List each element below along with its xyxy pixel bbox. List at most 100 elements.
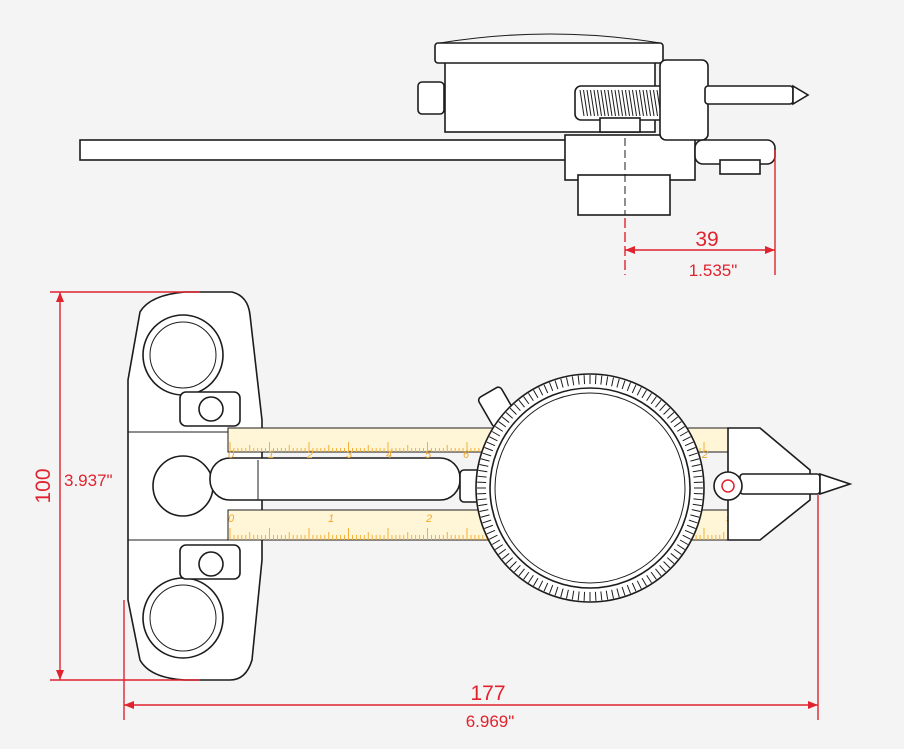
drawing-stroke [477,475,487,478]
depth-inch-label: 1.535" [689,261,738,280]
drawing-stroke [650,396,657,405]
drawing-stroke [628,89,634,117]
drawing-stroke [478,503,488,507]
drawing-stroke [482,519,492,524]
drawing-stroke [663,561,671,569]
drawing-stroke [691,509,701,512]
drawing-stroke [480,514,490,518]
drawing-stroke [554,586,559,596]
drawing-stroke [636,580,642,589]
drawing-stroke [491,539,501,545]
drawing-stroke [479,509,489,512]
side-view-left-knob [417,81,445,115]
drawing-stroke [477,498,487,501]
drawing-stroke [642,89,648,117]
drawing-stroke [514,403,521,412]
drawing-stroke [693,475,703,478]
length-dimension: 177 6.969" [123,495,819,731]
drawing-stroke [688,519,698,524]
drawing-stroke [571,376,575,386]
drawing-stroke [614,89,620,117]
drawing-stroke [682,436,691,442]
drawing-stroke [605,376,609,386]
drawing-stroke [641,389,647,399]
top-view-lower-bolt [198,551,224,577]
upper-scale-label: 0 [228,449,235,461]
top-view-rod [209,457,461,501]
drawing-stroke [621,89,627,117]
drawing-stroke [666,412,675,419]
drawing-stroke [646,89,651,117]
drawing-stroke [528,574,534,584]
side-view-bar [79,139,581,161]
top-view-lower-wheel [142,577,224,659]
drawing-stroke [478,469,488,473]
drawing-stroke [489,534,498,540]
drawing-stroke [486,441,496,447]
drawing-stroke [543,384,549,394]
drawing-stroke [686,524,696,529]
drawing-stroke [621,586,626,596]
drawing-stroke [670,553,679,560]
side-view-clamp-body [564,134,696,181]
drawing-stroke [673,548,682,555]
drawing-stroke [611,589,614,599]
drawing-stroke [688,452,698,457]
drawing-stroke [505,412,514,419]
drawing-stroke [646,392,652,402]
drawing-stroke [621,380,626,390]
drawing-stroke [639,89,644,117]
drawing-stroke [571,590,575,600]
lower-scale-label: 1 [328,513,334,525]
drawing-stroke [577,375,580,385]
drawing-stroke [501,416,510,423]
top-view: 0 1 2 3 4 5 6 2 0 1 2 5 [127,291,853,681]
drawing-stroke [577,591,580,601]
drawing-stroke [583,89,588,117]
upper-scale-label: 1 [268,449,274,461]
drawing-stroke [505,557,514,564]
drawing-stroke [616,588,620,598]
drawing-stroke [650,571,657,580]
drawing-stroke [686,447,696,452]
drawing-stroke [632,89,637,117]
top-view-upper-bolt [198,396,224,422]
drawing-stroke [482,452,492,457]
drawing-stroke [538,580,544,589]
drawing-stroke [509,561,517,569]
drawing-stroke [489,436,498,442]
drawing-stroke [494,544,504,550]
depth-mm-label: 39 [695,228,718,251]
drawing-stroke [590,89,595,117]
drawing-stroke [518,568,525,577]
drawing-stroke [600,89,606,117]
drawing-stroke [484,524,494,529]
height-inch-label: 3.937" [64,471,113,490]
drawing-stroke [538,387,544,396]
depth-dimension: 39 1.535" [624,150,776,280]
top-view-upper-wheel [142,314,224,396]
drawing-stroke [480,458,490,462]
lower-scale-label: 2 [425,513,432,525]
drawing-stroke [494,426,504,432]
drawing-stroke [597,89,602,117]
drawing-stroke [566,377,569,387]
side-view-clamp-lower [577,174,671,216]
lower-scale-label: 0 [228,513,235,525]
side-view-probe-shaft [704,85,794,105]
side-view [79,33,810,216]
side-view-dial-bezel [434,42,664,64]
drawing-stroke [636,387,642,396]
upper-scale-label: 2 [701,449,708,461]
length-inch-label: 6.969" [466,712,515,731]
drawing-stroke [611,89,616,117]
drawing-stroke [484,447,494,452]
drawing-stroke [593,89,599,117]
drawing-stroke [518,399,525,408]
drawing-stroke [626,382,631,392]
drawing-stroke [498,548,507,555]
drawing-stroke [641,577,647,587]
drawing-stroke [607,89,613,117]
drawing-stroke [523,396,530,405]
